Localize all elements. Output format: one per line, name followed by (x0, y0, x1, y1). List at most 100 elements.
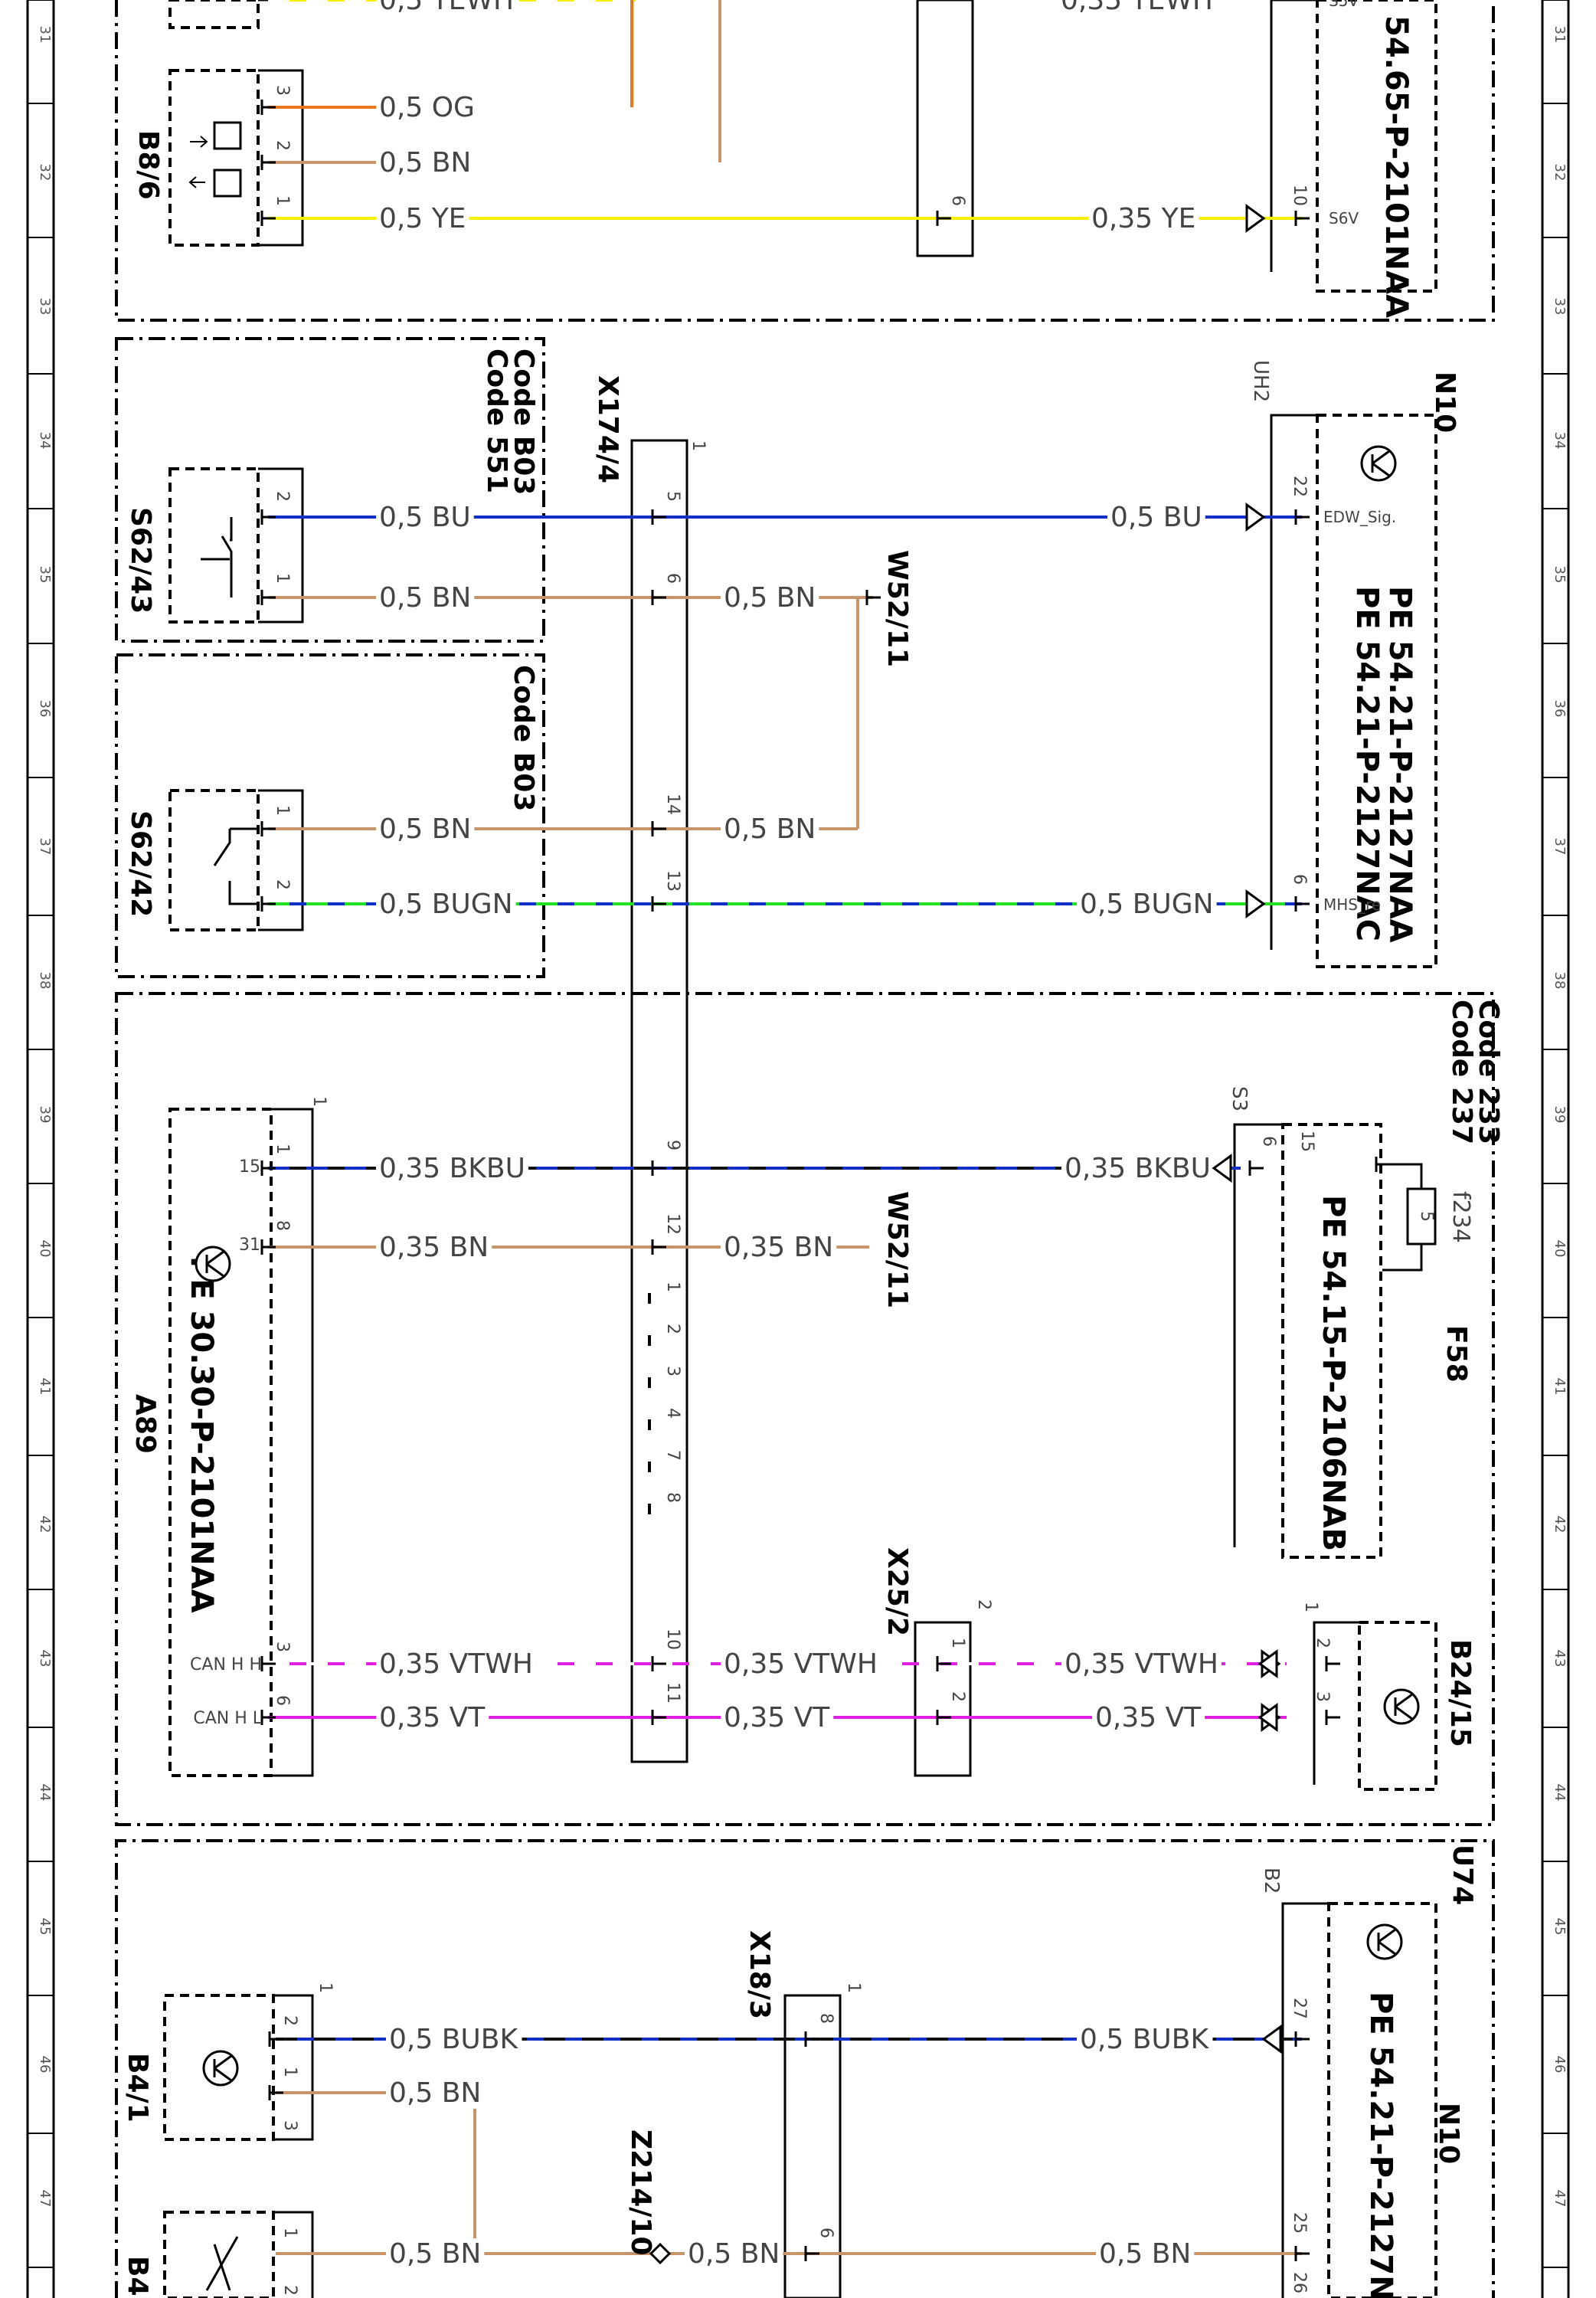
pin-terminal (1294, 896, 1310, 912)
pin-number: 9 (663, 1140, 682, 1151)
pin-terminal (651, 1656, 666, 1671)
wire-label: 0,5 BN (379, 147, 471, 178)
wire-label-bg (376, 813, 475, 845)
wire-label-bg (1061, 1648, 1222, 1680)
grid-row-label: 42 (1552, 1516, 1568, 1534)
grid-row-label: 46 (1552, 2056, 1568, 2074)
pin-number: 15 (239, 1157, 260, 1177)
code-label: Code B03 (508, 665, 539, 811)
component-label: X174/4 (592, 375, 623, 483)
wire-label-bg (386, 2238, 485, 2270)
pin-number: 1 (273, 805, 292, 816)
component-label: B4/1 (122, 2053, 153, 2123)
wire-label: 0,5 BN (379, 582, 471, 614)
connector-arrow (1245, 502, 1266, 532)
wire-label: 0,5 BN (724, 813, 816, 845)
wire-label: 0,5 BN (688, 2238, 780, 2270)
component-label: N10 (1429, 372, 1460, 433)
component-label: A89 (129, 1394, 161, 1454)
wire-label: 0,5 BUBK (1080, 2024, 1209, 2055)
transistor-icon-glyph (1371, 450, 1390, 477)
grid-row-label: 39 (1552, 1106, 1568, 1124)
grid-row-label: 38 (1552, 972, 1568, 990)
grid-row-label: 32 (1552, 164, 1568, 182)
wire-label: 0,5 BUGN (1080, 889, 1214, 920)
wire-label: 0,35 BN (724, 1232, 833, 1263)
wire-label: 0,35 YEWH (1061, 0, 1213, 16)
grid-row-label: 33 (37, 298, 53, 316)
component-label: X18/3 (744, 1930, 775, 2019)
component-label: X25/2 (881, 1547, 913, 1636)
wire-label-bg (721, 1702, 834, 1733)
top-inline-connector (916, 0, 974, 257)
wire-label-bg (1096, 2238, 1195, 2270)
wire-label: 0,35 BKBU (379, 1153, 525, 1184)
wire-label: 0,35 VT (379, 1702, 486, 1733)
grid-row-label: 45 (37, 1918, 53, 1936)
b4-box (163, 2211, 275, 2298)
pin-number: 2 (273, 879, 292, 890)
code-label: Code 551 (481, 349, 512, 493)
wire-label-bg (376, 1702, 489, 1733)
grid-row-label: 43 (37, 1650, 53, 1668)
pin-number: 1 (1301, 1602, 1320, 1612)
label-f234: f234 (1447, 1191, 1474, 1243)
pin-number: 1 (273, 1144, 292, 1154)
wire-label-bg (721, 813, 819, 845)
n10-bottom-box (1327, 1902, 1437, 2298)
pin-terminal (936, 211, 951, 226)
pin-terminal (260, 1239, 276, 1255)
wire-label: 0,5 BN (389, 2077, 481, 2109)
pin-terminal (804, 2031, 819, 2047)
b8-5-partial-box (168, 0, 260, 29)
wire-label-bg (1077, 2024, 1213, 2055)
grid-row-label: 35 (1552, 566, 1568, 584)
signal-label: S6V (1329, 209, 1359, 228)
transistor-icon-glyph (1394, 1693, 1413, 1720)
pin-number: 1 (688, 440, 708, 451)
grid-row-label: 37 (37, 838, 53, 856)
x18-3-connector (783, 1994, 842, 2298)
wire-label: 0,35 VTWH (1065, 1648, 1218, 1680)
switch-icon (201, 517, 233, 597)
pin-number: 6 (948, 195, 967, 206)
wire-label-bg (376, 0, 518, 16)
reference-label: 54.65-P-2101NAA (1379, 15, 1414, 318)
component-label: B4 (122, 2256, 153, 2296)
pin-terminal (260, 100, 276, 115)
b8-6-box (168, 69, 260, 247)
pin-number: 2 (273, 491, 292, 502)
reference-label: PE 54.21-P-2127NA (1363, 1992, 1398, 2298)
grid-row-label: 44 (37, 1784, 53, 1802)
pin-number: 3 (280, 2120, 299, 2131)
pin-number: 15 (1297, 1131, 1316, 1152)
grid-row-label: 41 (37, 1378, 53, 1396)
component-label: S62/43 (125, 507, 156, 614)
wire-label-bg (376, 147, 475, 178)
grid-row-label: 46 (37, 2056, 53, 2074)
transistor-icon (195, 1246, 231, 1282)
transistor-icon (1383, 1688, 1420, 1725)
pin-number: 6 (663, 573, 682, 584)
wire-label-bg (685, 2238, 783, 2270)
pin-terminal (1325, 1656, 1340, 1671)
pin-number: 1 (844, 1982, 863, 1993)
wire-label: 0,35 VTWH (724, 1648, 878, 1680)
s62-42-box (168, 789, 260, 931)
pin-number: 4 (663, 1408, 682, 1419)
transistor-icon (202, 2050, 239, 2087)
grid-row-label: 34 (37, 432, 53, 450)
pin-number: 27 (1290, 1998, 1309, 2019)
a89-box (168, 1108, 273, 1777)
grid-row-label: 38 (37, 972, 53, 990)
wire-label: 0,35 YE (1091, 203, 1195, 234)
pin-terminal (651, 1710, 666, 1725)
frames (115, 0, 1495, 2298)
pin-number: 1 (273, 573, 292, 584)
pin-number: 2 (273, 140, 292, 151)
wire-label: 0,35 BKBU (1065, 1153, 1211, 1184)
wire-label-bg (721, 1648, 881, 1680)
wire-label-bg (376, 92, 478, 123)
pin-number: 22 (1290, 476, 1309, 497)
code-label: Code B03 (508, 349, 539, 495)
